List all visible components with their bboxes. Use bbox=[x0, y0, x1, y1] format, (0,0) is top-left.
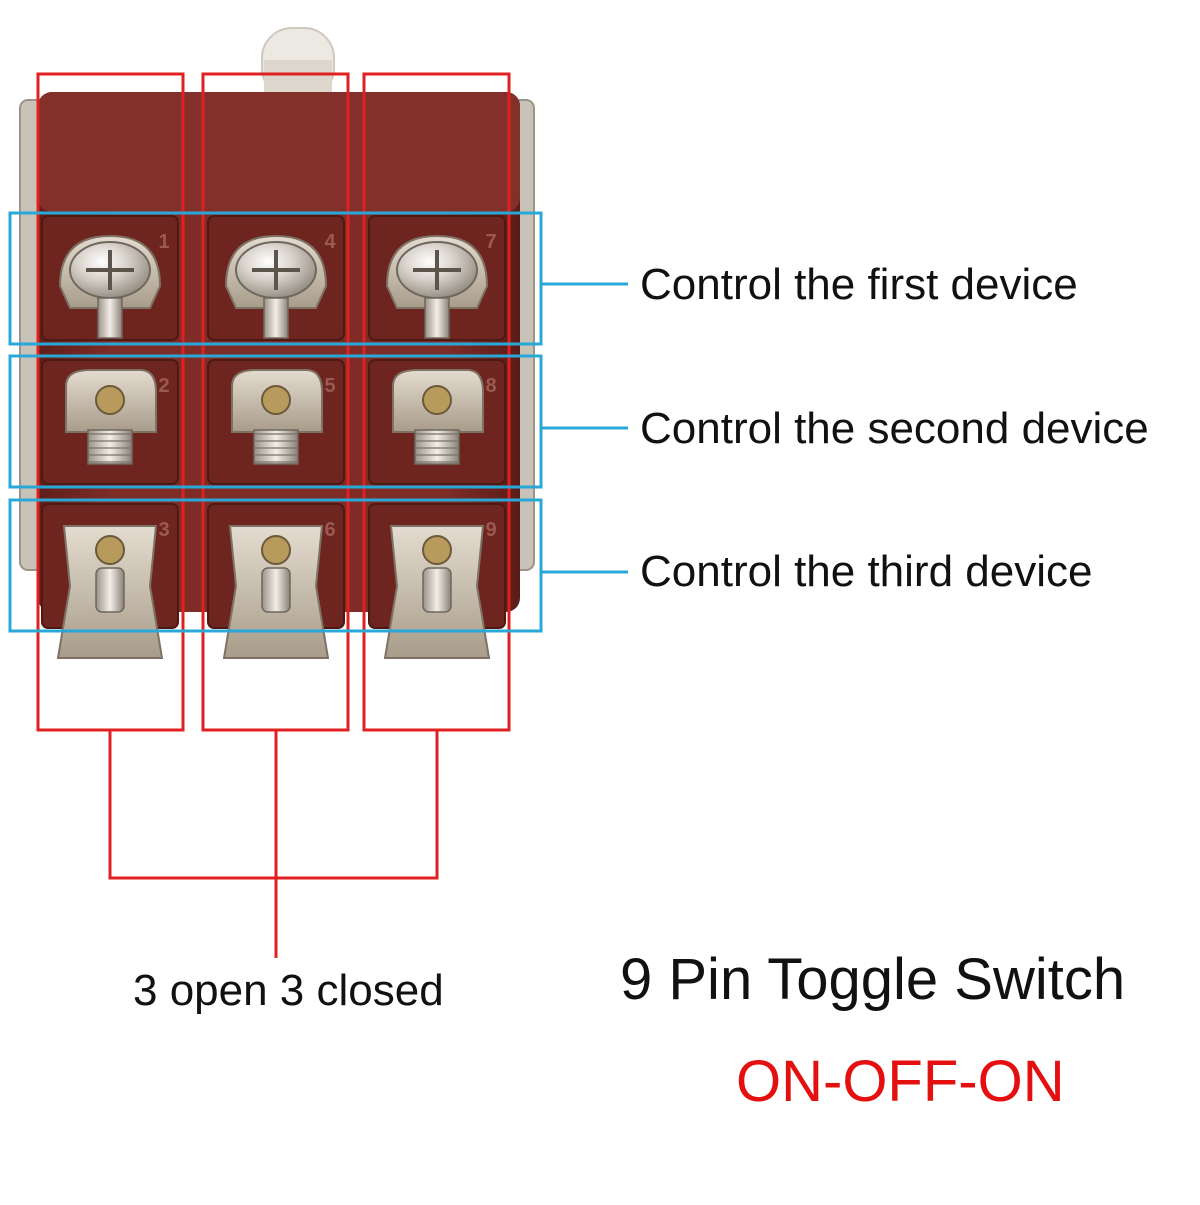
row-boxes bbox=[8, 211, 543, 633]
screw-terminal-icon bbox=[58, 234, 162, 339]
mode-label: ON-OFF-ON bbox=[736, 1049, 1065, 1114]
pin-number-9: 9 bbox=[485, 519, 496, 541]
row-box-1 bbox=[8, 211, 543, 346]
pin-number-7: 7 bbox=[485, 231, 496, 253]
pin-number-6: 6 bbox=[324, 519, 335, 541]
screw-terminal-icon bbox=[385, 234, 489, 339]
row-box-2 bbox=[8, 354, 543, 489]
row-label-second-device: Control the second device bbox=[640, 404, 1149, 453]
row-label-third-device: Control the third device bbox=[640, 547, 1093, 596]
row-label-first-device: Control the first device bbox=[640, 260, 1078, 309]
pin-number-2: 2 bbox=[158, 375, 169, 397]
pin-number-group: 1 2 3 4 5 6 7 8 9 bbox=[158, 231, 496, 541]
screw-terminal-icon bbox=[392, 369, 484, 465]
column-group-label: 3 open 3 closed bbox=[133, 966, 444, 1015]
pin-number-4: 4 bbox=[324, 231, 336, 253]
pin-number-3: 3 bbox=[158, 519, 169, 541]
screw-terminal-icon bbox=[224, 234, 328, 339]
screw-terminal-icon bbox=[383, 525, 491, 659]
screw-terminal-icon bbox=[56, 525, 164, 659]
column-connector bbox=[108, 730, 439, 958]
product-title: 9 Pin Toggle Switch bbox=[620, 947, 1126, 1012]
toggle-lever bbox=[261, 27, 335, 100]
pin-number-8: 8 bbox=[485, 375, 496, 397]
connector-bracket bbox=[108, 730, 439, 880]
terminal-group bbox=[56, 234, 491, 659]
screw-terminal-icon bbox=[65, 369, 157, 465]
pin-number-1: 1 bbox=[158, 231, 169, 253]
screw-terminal-icon bbox=[222, 525, 330, 659]
screw-terminal-icon bbox=[231, 369, 323, 465]
pin-number-5: 5 bbox=[324, 375, 335, 397]
row-box-3 bbox=[8, 498, 543, 633]
row-leaders bbox=[541, 282, 628, 574]
